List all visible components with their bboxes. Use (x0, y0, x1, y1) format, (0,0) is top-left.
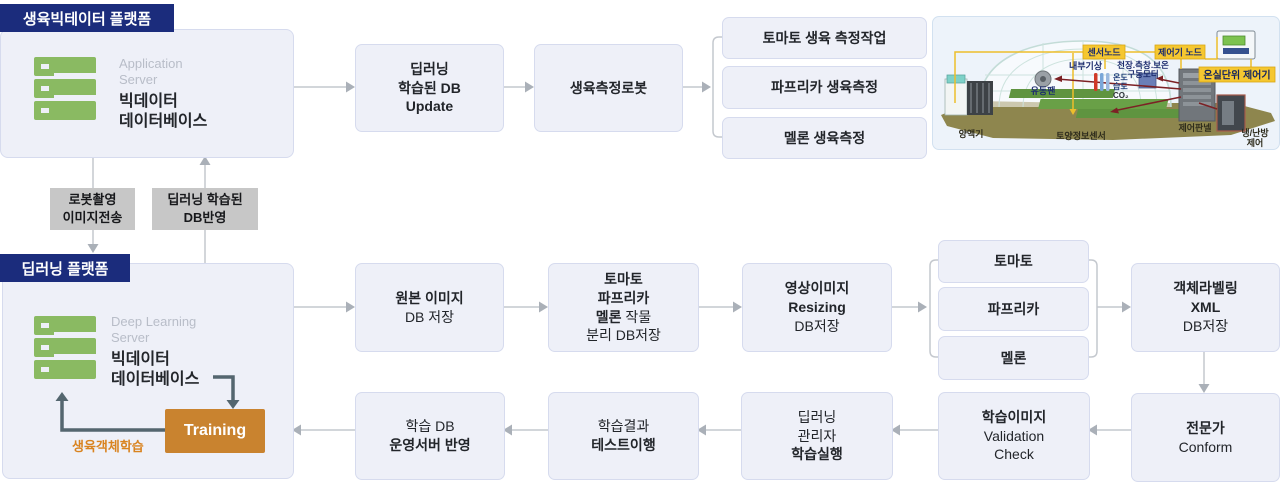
nutrient-label: 양액기 (959, 128, 984, 139)
nutrient-machine (944, 74, 993, 116)
crop-rows (1008, 89, 1199, 118)
wire-arrow (1069, 109, 1077, 115)
server-name-label: 빅데이터 데이터베이스 (119, 92, 208, 130)
fan-label: 유동팬 (1031, 85, 1056, 96)
unit-controller-device (1216, 30, 1256, 60)
tag-robot-image-upload: 로봇촬영 이미지전송 (50, 188, 135, 230)
crop-melon: 멜론 (938, 336, 1089, 380)
server-name-label: 빅데이터 데이터베이스 (111, 350, 200, 388)
greenhouse-illustration: 센서노드 제어기 노드 온실단위 제어기 내부기상 천장.측창.보온 구동모터 … (932, 16, 1280, 150)
svg-text:제어기 노드: 제어기 노드 (1158, 47, 1203, 58)
deep-learning-platform-title: 딥러닝 플랫폼 (21, 260, 109, 278)
step-object-labeling-xml: 객체라벨링 XML DB저장 (1131, 263, 1280, 352)
training-caption: 생육객체학습 (72, 439, 144, 454)
step-validation-check: 학습이미지 Validation Check (938, 392, 1090, 480)
motor-label-line1: 천장.측창.보온 (1117, 60, 1169, 70)
inner-weather-label: 내부기상 (1069, 60, 1103, 71)
step-dl-db-update: 딥러닝 학습된 DB Update (355, 44, 504, 132)
temp-label: 온도 (1113, 73, 1128, 82)
drive-motor-image (1138, 72, 1157, 89)
hvac-label-line2: 제어 (1247, 137, 1264, 148)
step-deploy-db: 학습 DB 운영서버 반영 (355, 392, 505, 480)
sensor-node-label: 센서노드 (1082, 44, 1126, 60)
server-stack-icon (34, 57, 96, 120)
circulation-fan-icon (1034, 70, 1052, 88)
task-tomato-measure: 토마토 생육 측정작업 (722, 17, 927, 59)
crop-paprika: 파프리카 (938, 287, 1089, 331)
training-box: Training (165, 409, 265, 453)
bigdata-platform-header: 생육빅테이터 플랫폼 (0, 4, 174, 32)
soil-sensor-label: 토양정보센서 (1056, 130, 1106, 141)
sensor-wires (954, 37, 1252, 111)
humidity-label: 습도 (1113, 81, 1128, 91)
task-melon-measure: 멜론 생육측정 (722, 117, 927, 159)
unit-controller-label: 온실단위 제어기 (1198, 66, 1276, 83)
server-stack-icon (34, 316, 96, 379)
svg-text:온실단위 제어기: 온실단위 제어기 (1203, 69, 1270, 82)
hvac-label-line1: 냉/난방 (1241, 127, 1269, 138)
greenhouse-scene: 센서노드 제어기 노드 온실단위 제어기 내부기상 천장.측창.보온 구동모터 … (941, 30, 1276, 148)
deep-learning-platform-header: 딥러닝 플랫폼 (0, 254, 130, 282)
crop-tomato: 토마토 (938, 240, 1089, 283)
step-expert-conform: 전문가 Conform (1131, 393, 1280, 482)
step-image-resizing-db: 영상이미지 Resizing DB저장 (742, 263, 892, 352)
server-type-label: Application Server (119, 56, 183, 88)
panel-label: 제어판넬 (1178, 122, 1211, 133)
tag-trained-db-feedback: 딥러닝 학습된 DB반영 (152, 188, 258, 230)
task-paprika-measure: 파프리카 생육측정 (722, 66, 927, 109)
thermometer-icons (1094, 73, 1110, 91)
step-original-image-db: 원본 이미지 DB 저장 (355, 263, 504, 352)
hvac-photo (1216, 94, 1246, 132)
bigdata-platform-title: 생육빅테이터 플랫폼 (22, 10, 152, 28)
co2-label: CO₂ (1113, 91, 1129, 100)
controller-node-label: 제어기 노드 (1154, 44, 1206, 60)
bigdata-platform-panel: Application Server 빅데이터 데이터베이스 (0, 29, 294, 158)
step-growth-robot: 생육측정로봇 (534, 44, 683, 132)
server-type-label: Deep Learning Server (111, 314, 197, 346)
motor-label-line2: 구동모터 (1127, 69, 1158, 79)
svg-text:센서노드: 센서노드 (1087, 47, 1121, 58)
step-crop-separate-db: 토마토 파프리카 멜론 작물 분리 DB저장 (548, 263, 699, 352)
control-arrowheads (1054, 75, 1163, 114)
step-test-run: 학습결과 테스트이행 (548, 392, 699, 480)
step-training-execute: 딥러닝 관리자 학습실행 (741, 392, 893, 480)
